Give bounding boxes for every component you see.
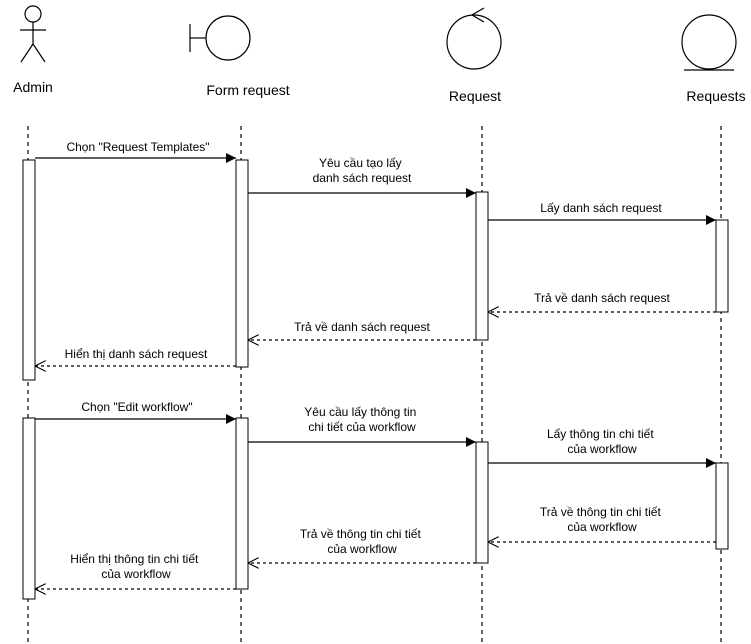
actor-admin: Admin (13, 5, 53, 95)
lifelines (27, 126, 722, 644)
message-label-1: Chọn "Request Templates" (66, 140, 209, 154)
message-label-3: Lấy danh sách request (540, 201, 662, 215)
message-label-7: Chọn "Edit workflow" (81, 400, 192, 414)
activation-admin-2 (22, 417, 36, 600)
entity-requests-label: Requests (686, 88, 745, 104)
boundary-icon (189, 15, 251, 61)
actor-admin-label: Admin (13, 79, 53, 95)
control-icon (446, 7, 502, 70)
activation-requests-2 (715, 462, 729, 550)
message-label-5: Trả về danh sách request (294, 320, 430, 334)
message-label-4: Trả về danh sách request (534, 291, 670, 305)
message-labels: Chọn "Request Templates" Yêu cầu tạo lấy… (65, 140, 671, 581)
activation-request-2 (475, 441, 489, 564)
boundary-form-request-label: Form request (206, 82, 289, 98)
message-label-8: Yêu cầu lấy thông tin chi tiết của workf… (304, 405, 419, 434)
activation-request-1 (475, 191, 489, 341)
activation-admin-1 (22, 159, 36, 381)
message-label-12: Hiển thị thông tin chi tiết của workflow (70, 552, 201, 581)
stick-figure-icon (20, 5, 46, 63)
activation-form-2 (235, 417, 249, 590)
message-label-6: Hiển thị danh sách request (65, 347, 208, 361)
entity-requests: Requests (681, 14, 746, 104)
message-label-9: Lấy thông tin chi tiết của workflow (547, 427, 657, 456)
entity-icon (681, 14, 737, 71)
messages (35, 153, 716, 589)
activation-requests-1 (715, 219, 729, 313)
message-label-11: Trả về thông tin chi tiết của workflow (300, 527, 424, 556)
message-label-2: Yêu cầu tạo lấy danh sách request (313, 156, 412, 185)
activations (22, 159, 729, 600)
control-request: Request (446, 7, 502, 104)
control-request-label: Request (449, 88, 501, 104)
boundary-form-request: Form request (189, 15, 290, 98)
activation-form-1 (235, 159, 249, 368)
message-label-10: Trả về thông tin chi tiết của workflow (540, 505, 664, 534)
